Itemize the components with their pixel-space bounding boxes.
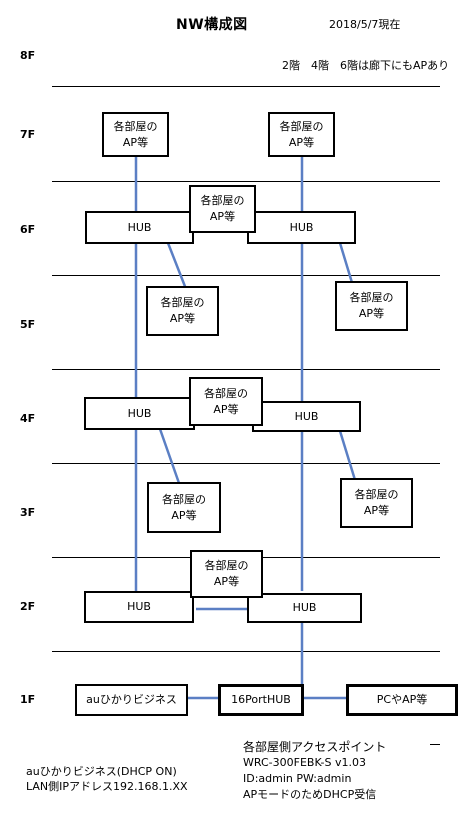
pc-or-ap-device: PCやAP等 (346, 684, 458, 716)
room-ap-5f-left: 各部屋の AP等 (146, 286, 219, 336)
link-4f-right-to-3f-ap (338, 430, 357, 481)
hub-6f-left: HUB (85, 211, 194, 244)
corridor-ap-2f: 各部屋の AP等 (190, 550, 263, 598)
floor-divider-7f-6f (52, 181, 440, 182)
floor-label-4f: 4F (20, 412, 36, 425)
floor-divider-4f-3f (52, 463, 440, 464)
room-ap-5f-right: 各部屋の AP等 (335, 281, 408, 331)
hub-4f-left: HUB (84, 397, 195, 430)
floor-divider-5f-4f (52, 369, 440, 370)
floor-label-2f: 2F (20, 600, 36, 613)
floor-label-3f: 3F (20, 506, 36, 519)
link-6f-right-to-5f-ap (338, 242, 355, 287)
room-ap-3f-left: 各部屋の AP等 (147, 482, 221, 533)
date-label: 2018/5/7現在 (329, 18, 401, 31)
dash-mark (430, 744, 440, 745)
room-ap-credentials: ID:admin PW:admin (243, 772, 352, 785)
floor-label-1f: 1F (20, 693, 36, 706)
au-router-notes: auひかりビジネス(DHCP ON) LAN側IPアドレス192.168.1.X… (26, 764, 188, 794)
floor-divider-2f-1f (52, 651, 440, 652)
room-ap-notes: 各部屋側アクセスポイント WRC-300FEBK-S v1.03 ID:admi… (243, 739, 386, 803)
hub-4f-right: HUB (252, 401, 361, 432)
link-4f-left-to-3f-ap (158, 428, 182, 487)
room-ap-7f-left: 各部屋の AP等 (102, 112, 169, 157)
hub-6f-right: HUB (247, 211, 356, 244)
floor-divider-8f-7f (52, 86, 440, 87)
corridor-ap-6f: 各部屋の AP等 (189, 185, 256, 233)
hub-2f-left: HUB (84, 591, 194, 623)
room-ap-model: WRC-300FEBK-S v1.03 (243, 756, 366, 769)
corridor-ap-note: 2階 4階 6階は廊下にもAPあり (282, 59, 450, 72)
room-ap-notes-title: 各部屋側アクセスポイント (243, 740, 387, 754)
room-ap-mode: APモードのためDHCP受信 (243, 788, 377, 801)
link-6f-left-to-5f-ap (166, 242, 188, 290)
floor-label-6f: 6F (20, 223, 36, 236)
room-ap-7f-right: 各部屋の AP等 (268, 112, 335, 157)
hub-2f-right: HUB (247, 593, 362, 623)
au-router-lan-ip: LAN側IPアドレス192.168.1.XX (26, 780, 188, 793)
au-hikari-router: auひかりビジネス (75, 684, 188, 716)
corridor-ap-4f: 各部屋の AP等 (189, 377, 263, 426)
room-ap-3f-right: 各部屋の AP等 (340, 478, 413, 528)
diagram-title: NW構成図 (176, 17, 248, 33)
core-16port-hub: 16PortHUB (218, 684, 304, 716)
floor-label-5f: 5F (20, 318, 36, 331)
au-router-dhcp: auひかりビジネス(DHCP ON) (26, 765, 177, 778)
floor-divider-6f-5f (52, 275, 440, 276)
floor-label-7f: 7F (20, 128, 36, 141)
floor-label-8f: 8F (20, 49, 36, 62)
